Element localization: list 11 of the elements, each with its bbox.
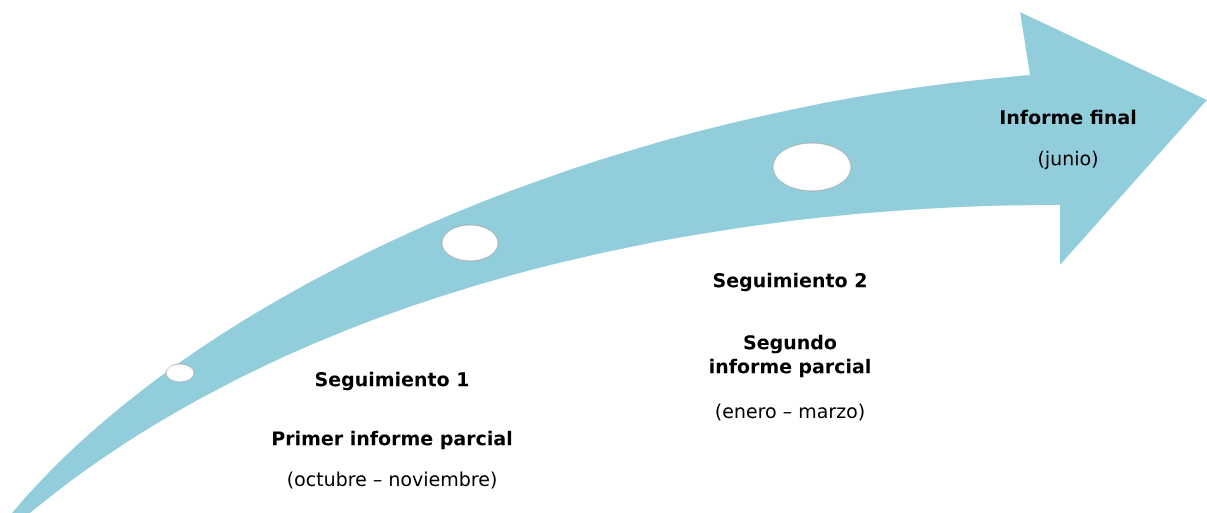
milestone-heading: Seguimiento 1: [315, 371, 469, 391]
milestone-heading: Primer informe parcial: [273, 430, 512, 450]
milestone-heading: Segundo informe parcial: [710, 334, 870, 378]
milestone-oval: [772, 142, 852, 192]
milestone-oval: [165, 363, 195, 383]
date-range: (junio): [1039, 150, 1097, 170]
date-range: (enero – marzo): [716, 403, 864, 421]
milestone-heading: Informe final: [1001, 109, 1136, 125]
milestone-oval: [441, 224, 499, 262]
milestone-heading: Seguimiento 2: [713, 272, 866, 292]
date-range: (octubre – noviembre): [288, 471, 496, 489]
